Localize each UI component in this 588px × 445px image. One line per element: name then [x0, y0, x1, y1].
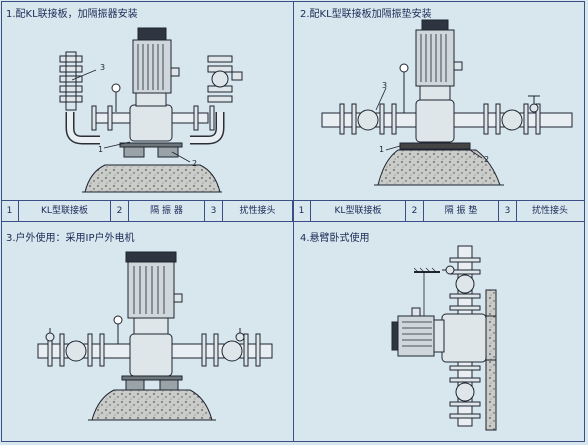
- legend-left-label-1: KL型联接板: [19, 201, 111, 221]
- pressure-gauge: [399, 63, 409, 73]
- legend-left-label-2: 隔 振 器: [129, 201, 205, 221]
- svg-text:2: 2: [192, 159, 197, 168]
- motor: [397, 315, 435, 357]
- pump-casing: [129, 104, 173, 142]
- pressure-gauge: [113, 315, 123, 325]
- legend-right-num-2: 2: [406, 201, 424, 221]
- panel-1-drawing: 3 1 2: [59, 27, 243, 193]
- legend-left-num-1: 1: [1, 201, 19, 221]
- flexible-joint-right: [207, 55, 243, 103]
- panel-3-caption: 3.户外使用：采用IP户外电机: [6, 233, 135, 244]
- vibration-pad: [399, 142, 471, 150]
- concrete-foundation: [91, 389, 213, 421]
- svg-text:3: 3: [382, 81, 387, 90]
- svg-text:2: 2: [484, 155, 489, 164]
- svg-text:1: 1: [379, 145, 384, 154]
- legend-left-num-2: 2: [111, 201, 129, 221]
- concrete-foundation: [377, 149, 501, 186]
- panel-2-caption: 2.配KL型联接板加隔振垫安装: [300, 9, 432, 20]
- legend-right-label-1: KL型联接板: [311, 201, 406, 221]
- svg-text:1: 1: [98, 145, 103, 154]
- pressure-gauge: [111, 83, 121, 93]
- panel-1-caption: 1.配KL联接板，加隔振器安装: [6, 9, 138, 20]
- panel-2-drawing: 3 1 2: [321, 19, 573, 186]
- legend-right-label-3: 扰性接头: [531, 206, 568, 216]
- legend-left-num-3: 3: [205, 201, 223, 221]
- pump-casing: [415, 99, 455, 143]
- legend-left-label-3: 扰性接头: [223, 201, 293, 221]
- motor: [415, 29, 455, 87]
- flexible-joint-left: [59, 51, 83, 111]
- panel-3-drawing: [37, 251, 273, 421]
- svg-text:3: 3: [100, 63, 105, 72]
- legend-right-num-1: 1: [293, 201, 311, 221]
- panel-4-caption: 4.悬臂卧式使用: [300, 233, 370, 244]
- motor: [127, 261, 175, 319]
- motor: [132, 39, 172, 94]
- legend-right-label-2: 隔 振 垫: [424, 201, 499, 221]
- parts-legend-table: 1 KL型联接板 2 隔 振 器 3 扰性接头 1 KL型联接板 2 隔 振 垫…: [1, 200, 585, 222]
- concrete-foundation: [84, 164, 221, 193]
- panel-4-drawing: [391, 245, 497, 431]
- pump-casing: [441, 313, 487, 363]
- pump-casing: [129, 333, 173, 377]
- outdoor-rain-hood: [125, 251, 177, 263]
- legend-right-num-3: 3: [499, 201, 517, 221]
